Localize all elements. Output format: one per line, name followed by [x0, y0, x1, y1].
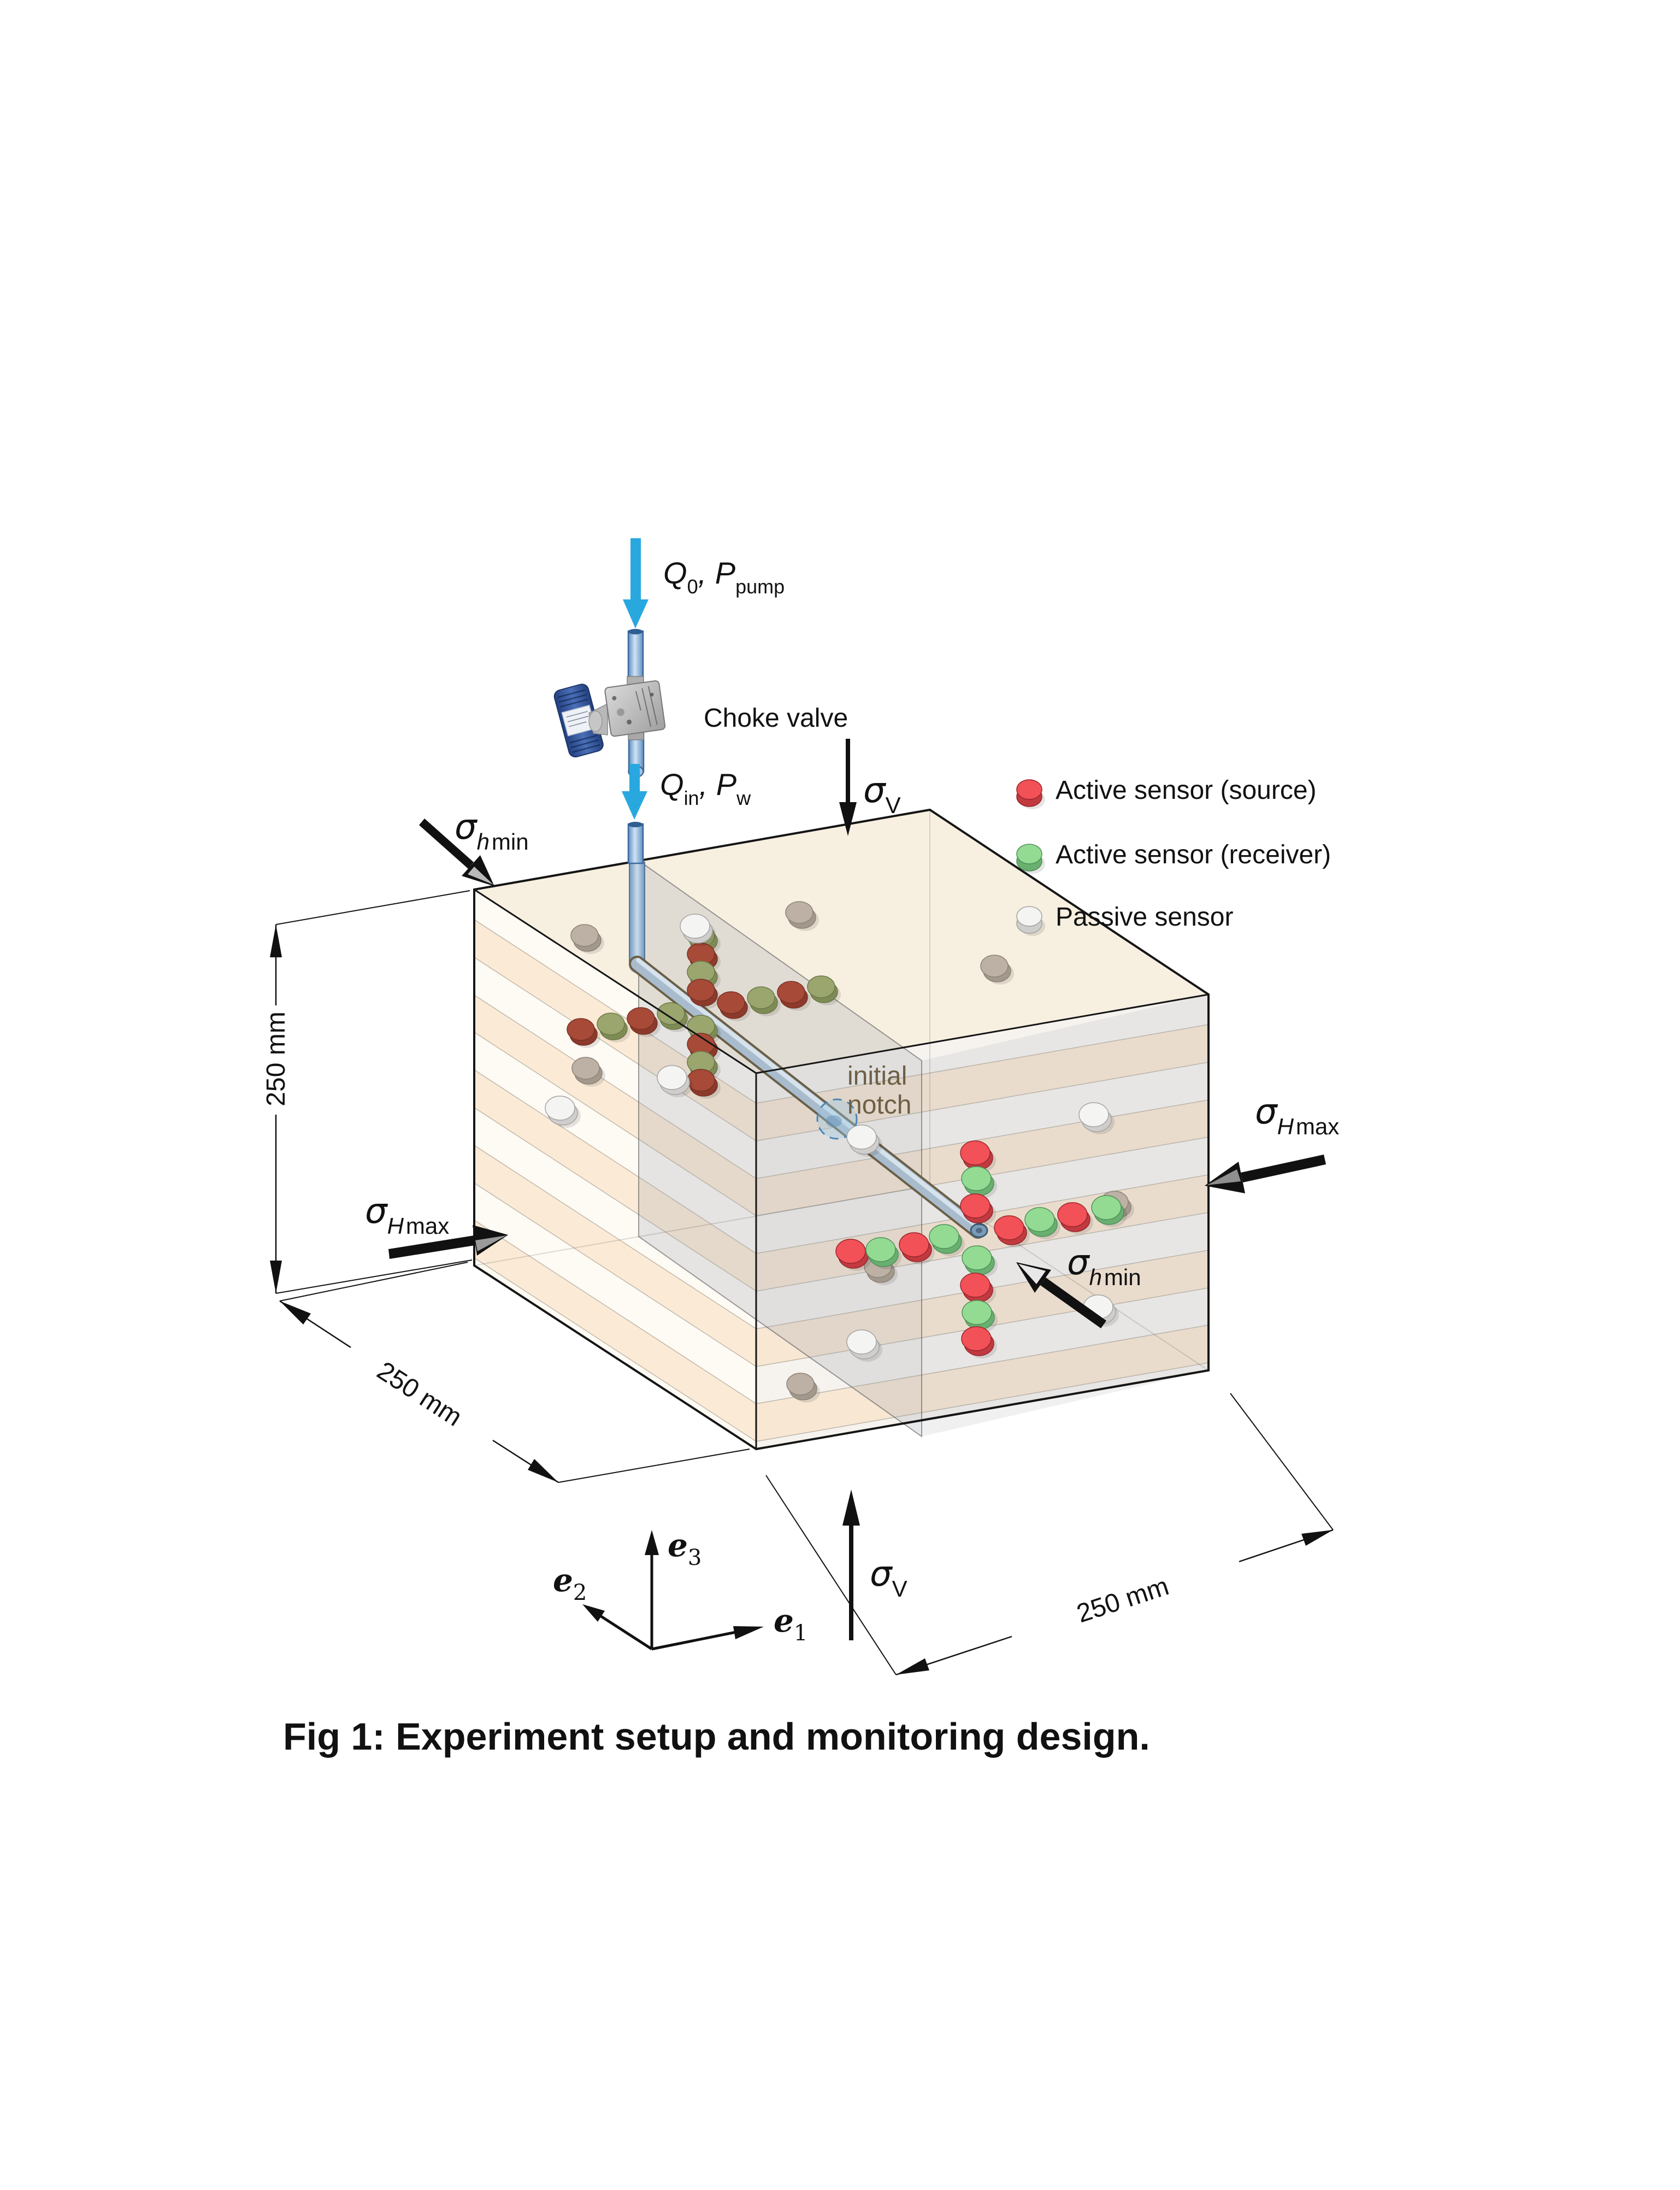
flow-arrow-qin — [622, 764, 647, 820]
borehole-tip-bore — [976, 1228, 982, 1233]
dim-width-text: 250 mm — [1074, 1571, 1172, 1628]
initial-notch-marker — [816, 1098, 858, 1140]
active-sensor-source — [994, 1215, 1030, 1247]
active-sensor-source — [1057, 1202, 1093, 1234]
passive-sensor — [545, 1096, 581, 1128]
active-sensor-receiver — [1016, 844, 1045, 874]
label-initial-notch-2: notch — [847, 1091, 911, 1120]
tube-lower — [627, 823, 644, 864]
active-sensor-source — [835, 1239, 871, 1271]
label-sigma-hmin-bottomright: σhmin — [1067, 1243, 1141, 1290]
passive-sensor — [1016, 906, 1045, 936]
borehole-vertical — [629, 862, 645, 962]
active-sensor-receiver — [1024, 1207, 1060, 1239]
valve-stem-nut — [588, 710, 603, 732]
passive-sensor — [657, 1065, 693, 1097]
dimension-depth — [279, 1262, 750, 1483]
borehole-tube — [629, 862, 988, 1239]
active-sensor-receiver — [865, 1237, 901, 1269]
label-sigma-hmin-topleft: σhmin — [455, 807, 529, 855]
injection-assembly — [553, 538, 666, 864]
active-sensor-source — [960, 1273, 996, 1305]
active-sensor-source — [627, 1007, 661, 1037]
legend-label-source: Active sensor (source) — [1056, 776, 1317, 805]
active-sensor-source — [687, 1069, 721, 1099]
active-sensor-receiver — [929, 1224, 965, 1256]
label-sigma-v-top: σV — [863, 770, 901, 818]
figure-caption: Fig 1: Experiment setup and monitoring d… — [283, 1715, 1150, 1758]
label-e2: e2 — [553, 1562, 587, 1605]
label-e3: e3 — [668, 1527, 702, 1570]
label-initial-notch-1: initial — [847, 1062, 907, 1091]
passive-sensor — [846, 1329, 882, 1362]
passive-sensor — [846, 1125, 882, 1157]
coordinate-axes — [582, 1530, 764, 1651]
valve-handle — [553, 684, 604, 758]
legend-label-passive: Passive sensor — [1056, 903, 1233, 932]
label-sigma-v-bottom: σV — [870, 1554, 907, 1602]
sensor-layer — [545, 901, 1134, 1403]
tube-upper-mouth — [628, 629, 643, 634]
active-sensor-source — [777, 981, 811, 1011]
choke-valve — [553, 676, 666, 758]
sigma-hmin-bottomright-arrow — [1016, 1262, 1106, 1328]
sigma-hmax-left-arrow — [388, 1225, 508, 1259]
dimension-height — [270, 890, 473, 1294]
box-top-face — [474, 810, 1209, 1073]
active-sensor-receiver — [1091, 1195, 1127, 1227]
active-sensor-source — [960, 1140, 996, 1173]
initial-notch-core — [826, 1115, 842, 1127]
box-edges — [473, 808, 1210, 1451]
active-sensor-receiver — [747, 986, 781, 1016]
active-sensor-source — [687, 979, 721, 1009]
label-sigma-hmax-right: σHmax — [1255, 1092, 1339, 1139]
dim-height-text: 250 mm — [262, 1011, 291, 1106]
label-choke-valve: Choke valve — [704, 704, 848, 733]
borehole-diagonal-body — [631, 958, 984, 1237]
passive-sensor — [570, 924, 604, 954]
active-sensor-receiver — [597, 1012, 630, 1043]
active-sensor-source — [899, 1232, 935, 1264]
sigma-v-top-arrow — [839, 739, 857, 836]
passive-sensor — [980, 955, 1014, 985]
passive-sensor — [785, 901, 819, 931]
active-sensor-receiver — [962, 1300, 998, 1332]
sigma-v-bottom-arrow — [842, 1490, 860, 1640]
passive-sensor — [786, 1373, 820, 1403]
passive-sensor — [571, 1057, 605, 1087]
dim-depth-text: 250 mm — [372, 1356, 467, 1432]
flow-arrow-q0 — [623, 538, 649, 628]
active-sensor-receiver — [962, 1245, 998, 1277]
legend-markers — [1016, 779, 1045, 936]
active-sensor-source — [1016, 779, 1045, 809]
passive-sensor — [1078, 1102, 1115, 1134]
legend-label-receiver: Active sensor (receiver) — [1056, 840, 1331, 869]
active-sensor-receiver — [807, 975, 841, 1005]
label-sigma-hmax-left: σHmax — [365, 1191, 449, 1239]
tube-lower-mouth — [628, 822, 643, 827]
active-sensor-source — [961, 1326, 997, 1358]
valve-body — [604, 680, 666, 737]
passive-sensor — [680, 914, 716, 946]
label-q0: Q0, Ppump — [663, 556, 785, 598]
label-qin: Qin, Pw — [660, 767, 751, 809]
sigma-hmax-right-arrow — [1205, 1155, 1326, 1193]
active-sensor-source — [717, 991, 751, 1021]
borehole-diagonal-highlight — [636, 958, 979, 1228]
active-sensor-source — [960, 1193, 996, 1226]
sigma-hmin-topleft-arrow — [419, 819, 494, 886]
active-sensor-source — [567, 1018, 600, 1048]
dimension-width — [765, 1393, 1334, 1676]
label-e1: e1 — [774, 1602, 807, 1646]
active-sensor-receiver — [961, 1166, 997, 1198]
